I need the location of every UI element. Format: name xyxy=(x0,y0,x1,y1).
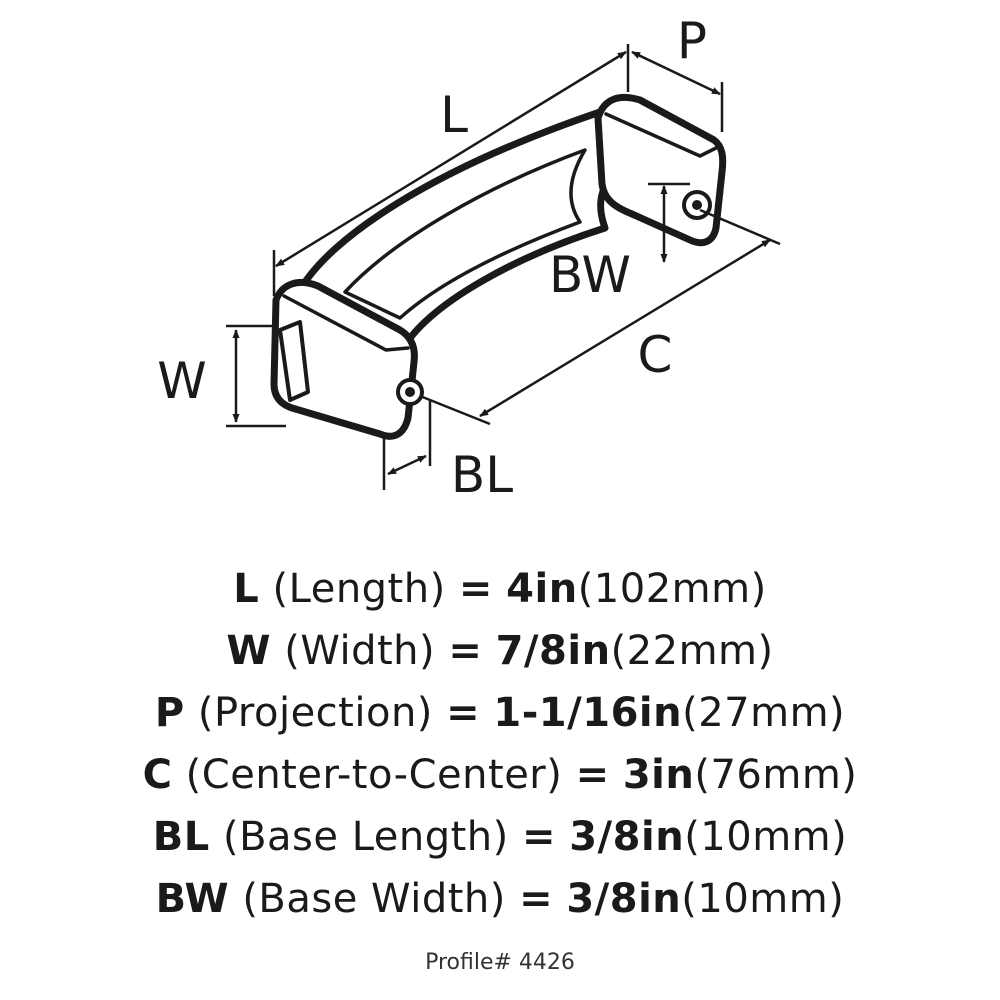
spec-center-to-center: C (Center-to-Center) = 3in(76mm) xyxy=(0,744,1000,806)
spec-name: (Base Length) xyxy=(222,814,509,860)
left-base-side xyxy=(278,320,310,402)
spec-width: W (Width) = 7/8in(22mm) xyxy=(0,620,1000,682)
spec-base-length: BL (Base Length) = 3/8in(10mm) xyxy=(0,806,1000,868)
right-base-top xyxy=(604,112,718,158)
spec-projection: P (Projection) = 1-1/16in(27mm) xyxy=(0,682,1000,744)
spec-equals: = xyxy=(458,566,493,612)
projection-dimension-line xyxy=(631,50,721,96)
label-BW: BW xyxy=(549,246,631,304)
spec-imperial: 3/8in xyxy=(566,876,682,922)
spec-imperial: 3in xyxy=(622,752,695,798)
spec-imperial: 7/8in xyxy=(495,628,611,674)
center-extension-left xyxy=(419,394,491,426)
center-dimension-line xyxy=(479,238,771,418)
spec-metric: (10mm) xyxy=(684,814,848,860)
handle-dimension-diagram: L P W BW C BL xyxy=(157,12,781,504)
spec-metric: (22mm) xyxy=(610,628,774,674)
spec-equals: = xyxy=(519,876,554,922)
spec-name: (Length) xyxy=(272,566,446,612)
spec-name: (Projection) xyxy=(197,690,433,736)
dimension-lines xyxy=(226,44,781,490)
spec-metric: (10mm) xyxy=(681,876,845,922)
spec-code: W xyxy=(226,628,271,674)
spec-imperial: 4in xyxy=(506,566,578,612)
spec-code: P xyxy=(154,690,185,736)
spec-metric: (102mm) xyxy=(577,566,767,612)
spec-imperial: 1-1/16in xyxy=(493,690,683,736)
spec-code: L xyxy=(233,566,260,612)
center-extension-right xyxy=(699,208,781,246)
left-base-top xyxy=(282,294,410,352)
spec-length: L (Length) = 4in(102mm) xyxy=(0,558,1000,620)
spec-equals: = xyxy=(448,628,483,674)
label-P: P xyxy=(677,12,707,70)
spec-equals: = xyxy=(521,814,556,860)
label-C: C xyxy=(638,326,673,384)
label-BL: BL xyxy=(451,446,513,504)
spec-equals: = xyxy=(575,752,610,798)
spec-base-width: BW (Base Width) = 3/8in(10mm) xyxy=(0,868,1000,930)
spec-imperial: 3/8in xyxy=(569,814,685,860)
spec-code: BW xyxy=(155,876,230,922)
label-W: W xyxy=(157,352,206,410)
cabinet-pull-drawing xyxy=(270,93,727,440)
spec-equals: = xyxy=(446,690,481,736)
dimension-spec-list: L (Length) = 4in(102mm) W (Width) = 7/8i… xyxy=(0,558,1000,930)
spec-code: C xyxy=(142,752,173,798)
length-dimension-line xyxy=(275,50,627,268)
spec-metric: (27mm) xyxy=(682,690,846,736)
label-L: L xyxy=(440,86,468,144)
left-base xyxy=(270,279,418,440)
spec-name: (Base Width) xyxy=(242,876,506,922)
spec-code: BL xyxy=(152,814,210,860)
profile-number: Profile# 4426 xyxy=(425,950,575,975)
spec-name: (Center-to-Center) xyxy=(185,752,563,798)
spec-metric: (76mm) xyxy=(694,752,858,798)
spec-name: (Width) xyxy=(284,628,436,674)
base-length-dimension-line xyxy=(387,454,427,476)
